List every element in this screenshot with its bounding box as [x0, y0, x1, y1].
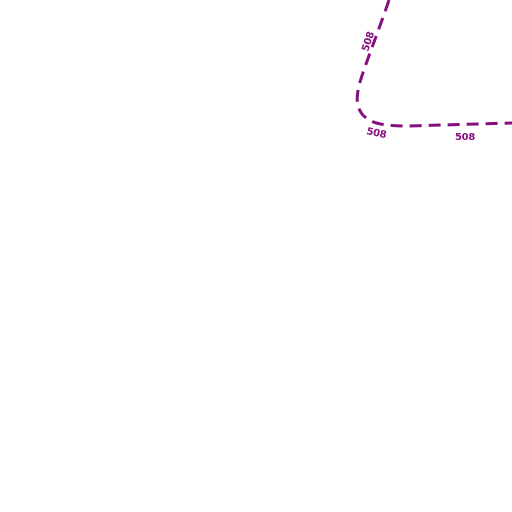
route-label: 508 — [365, 126, 387, 141]
route-label: 508 — [455, 132, 475, 143]
route-508-line — [355, 0, 512, 128]
